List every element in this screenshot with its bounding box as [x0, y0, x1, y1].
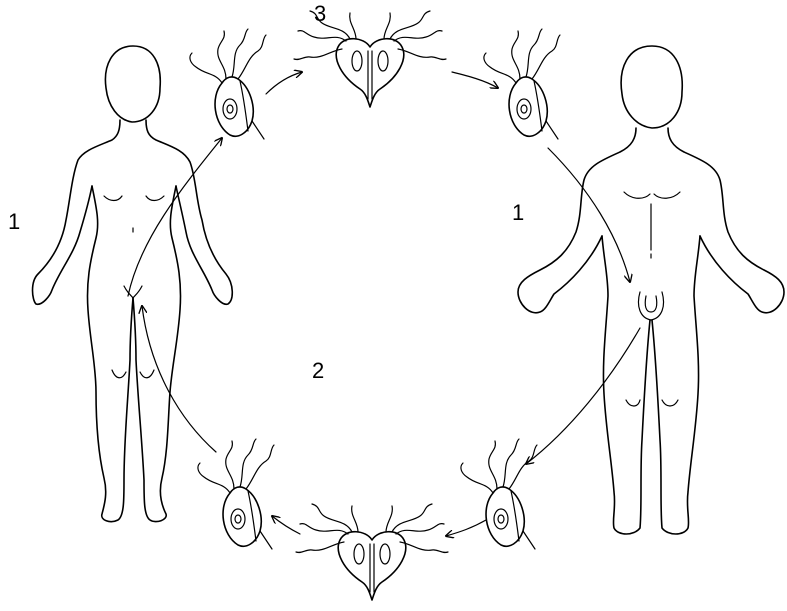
label-host-male: 1	[512, 200, 524, 225]
arrow-trophozoite-to-divider-bottom	[446, 520, 486, 536]
arrow-trophozoite-to-male	[548, 148, 630, 282]
trophozoite-bottom-left	[198, 439, 274, 549]
label-dividing-trophozoite: 3	[314, 1, 326, 26]
male-figure	[518, 46, 784, 534]
trophozoite-top-right	[484, 29, 560, 139]
arrow-trophozoite-to-divider	[266, 72, 302, 94]
arrow-divider-to-trophozoite-bottom	[272, 516, 300, 534]
trophozoite-top-left	[190, 29, 266, 139]
label-host-female: 1	[8, 209, 20, 234]
label-transmission-cycle: 2	[312, 358, 324, 383]
dividing-trophozoite-bottom	[296, 504, 448, 600]
arrow-divider-to-trophozoite	[452, 72, 498, 88]
female-figure	[33, 46, 233, 522]
arrow-female-to-trophozoite	[128, 138, 222, 296]
arrow-male-to-trophozoite	[526, 328, 640, 464]
trophozoite-bottom-right	[461, 439, 537, 549]
